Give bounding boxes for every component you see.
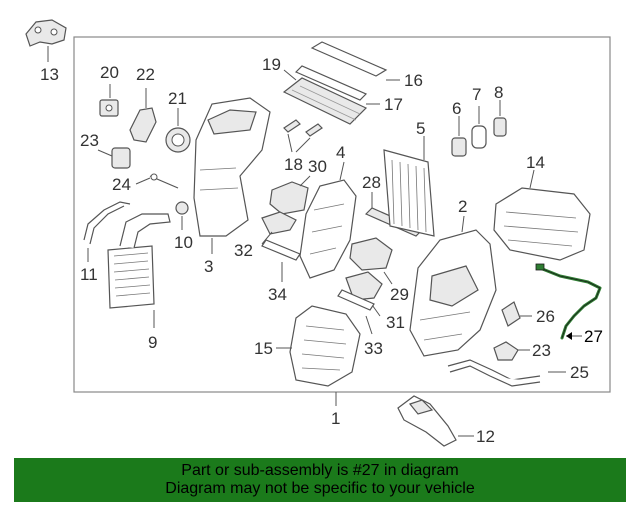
part-17-air-filter[interactable] — [282, 77, 368, 125]
label-28: 28 — [362, 173, 381, 192]
part-30-actuator[interactable] — [269, 181, 309, 215]
part-18-clips[interactable] — [283, 119, 323, 137]
part-26-seal[interactable] — [501, 301, 521, 327]
part-10-clip[interactable] — [175, 201, 189, 215]
part-4-case-half[interactable] — [299, 179, 357, 279]
part-34-seal[interactable] — [261, 239, 301, 261]
label-24: 24 — [112, 175, 131, 194]
label-6: 6 — [452, 99, 461, 118]
part-23-actuator-left[interactable] — [111, 147, 131, 169]
label-22: 22 — [136, 65, 155, 84]
part-16-filter-frame[interactable] — [310, 41, 388, 77]
label-10: 10 — [174, 233, 193, 252]
part-15-door-assembly[interactable] — [289, 305, 361, 387]
label-31: 31 — [386, 313, 405, 332]
part-11-pipe[interactable] — [83, 201, 131, 245]
part-6-sensor[interactable] — [451, 137, 467, 157]
label-25: 25 — [570, 363, 589, 382]
label-33: 33 — [364, 339, 383, 358]
part-29-actuator[interactable] — [349, 237, 393, 271]
label-21: 21 — [168, 89, 187, 108]
label-9: 9 — [148, 333, 157, 352]
part-25-pipe[interactable] — [447, 359, 541, 387]
label-34: 34 — [268, 285, 287, 304]
label-30: 30 — [308, 157, 327, 176]
part-7-sensor[interactable] — [471, 125, 487, 149]
diagram-frame — [73, 36, 611, 393]
label-32: 32 — [234, 241, 253, 260]
banner-line-1: Part or sub-assembly is #27 in diagram — [181, 462, 459, 479]
part-19-seal[interactable] — [294, 65, 368, 101]
part-3-blower-case[interactable] — [193, 97, 271, 237]
part-24-rod[interactable] — [149, 173, 179, 189]
part-32-bracket[interactable] — [261, 211, 297, 235]
label-4: 4 — [336, 143, 345, 162]
part-14-case-top[interactable] — [493, 187, 591, 261]
label-13: 13 — [40, 65, 59, 84]
label-27: 27 — [584, 327, 603, 346]
label-7: 7 — [472, 85, 481, 104]
label-14: 14 — [526, 153, 545, 172]
part-13-bracket[interactable] — [25, 19, 67, 47]
label-8: 8 — [494, 83, 503, 102]
part-12-duct[interactable] — [397, 395, 457, 447]
label-15: 15 — [254, 339, 273, 358]
part-23-actuator-right[interactable] — [493, 341, 519, 361]
banner-line-2: Diagram may not be specific to your vehi… — [165, 480, 475, 497]
part-8-sensor[interactable] — [493, 117, 507, 137]
label-3: 3 — [204, 257, 213, 276]
label-26: 26 — [536, 307, 555, 326]
label-29: 29 — [390, 285, 409, 304]
label-2: 2 — [458, 197, 467, 216]
label-1: 1 — [331, 409, 340, 428]
label-23-left: 23 — [80, 131, 99, 150]
part-27-drain-hose[interactable] — [535, 263, 602, 340]
label-11: 11 — [80, 265, 98, 284]
part-5-heater-core[interactable] — [383, 149, 435, 237]
label-17: 17 — [384, 95, 403, 114]
label-18: 18 — [284, 155, 303, 174]
part-33-seal[interactable] — [337, 289, 375, 311]
part-2-main-case[interactable] — [409, 229, 497, 357]
part-22-actuator[interactable] — [129, 107, 157, 143]
info-banner: Part or sub-assembly is #27 in diagram D… — [14, 458, 626, 502]
label-16: 16 — [404, 71, 423, 90]
part-9-evaporator[interactable] — [107, 213, 171, 309]
label-20: 20 — [100, 63, 119, 82]
part-20-actuator[interactable] — [99, 99, 119, 117]
label-12: 12 — [476, 427, 495, 446]
part-21-motor[interactable] — [165, 127, 191, 153]
label-19: 19 — [262, 55, 281, 74]
label-23-right: 23 — [532, 341, 551, 360]
label-5: 5 — [416, 119, 425, 138]
